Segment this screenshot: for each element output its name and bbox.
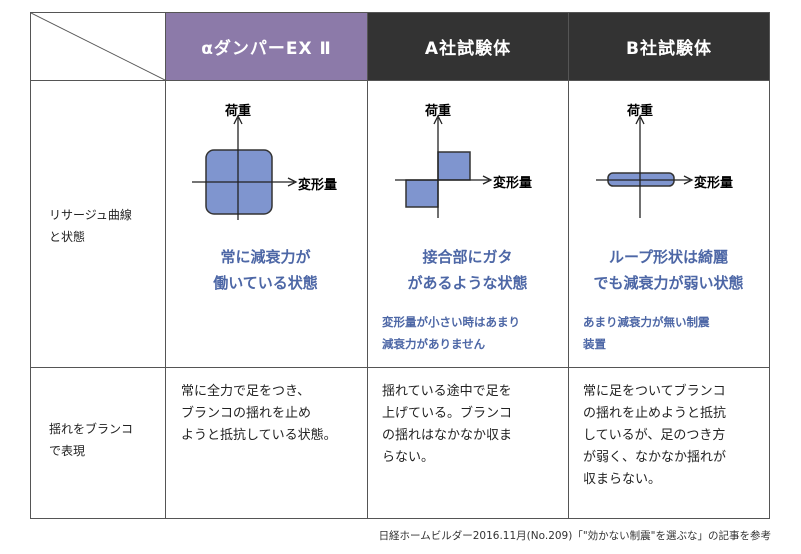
swing-cell-b bbox=[568, 367, 770, 519]
header-company-a: A社試験体 bbox=[367, 12, 569, 81]
label-line: 揺れをブランコ bbox=[49, 422, 134, 436]
hysteresis-loop-full bbox=[192, 114, 298, 220]
text-line: ブランコの揺れを止め bbox=[181, 406, 312, 421]
y-axis-label: 荷重 bbox=[627, 104, 654, 119]
y-axis-label: 荷重 bbox=[225, 104, 252, 119]
swing-text-b: 常に足をついてブランコの揺れを止めようと抵抗しているが、足のつき方が弱く、なかな… bbox=[583, 381, 726, 491]
lissajous-diagram-a: 荷重 変形量 bbox=[393, 100, 553, 229]
text-line: があるような状態 bbox=[407, 274, 528, 292]
text-line: でも減衰力が弱い状態 bbox=[593, 274, 744, 292]
text-line: 収まらない。 bbox=[583, 472, 662, 487]
state-title-b: ループ形状は綺麗でも減衰力が弱い状態 bbox=[568, 244, 769, 296]
header-alpha-damper: αダンパーEX Ⅱ bbox=[165, 12, 368, 81]
lissajous-diagram-b: 荷重 変形量 bbox=[594, 100, 754, 229]
label-line: で表現 bbox=[49, 444, 86, 458]
x-axis-label: 変形量 bbox=[298, 178, 338, 193]
state-note-a: 変形量が小さい時はあまり減衰力がありません bbox=[382, 311, 520, 355]
label-line: リサージュ曲線 bbox=[49, 208, 132, 222]
hysteresis-loop-gap bbox=[395, 114, 493, 218]
state-title-alpha: 常に減衰力が働いている状態 bbox=[165, 244, 366, 296]
diagonal-line bbox=[30, 12, 166, 81]
text-line: 常に減衰力が bbox=[220, 248, 311, 266]
swing-text-alpha: 常に全力で足をつき、ブランコの揺れを止めようと抵抗している状態。 bbox=[181, 381, 337, 447]
text-line: の揺れを止めようと抵抗 bbox=[583, 406, 727, 421]
x-axis-label: 変形量 bbox=[493, 176, 533, 191]
text-line: 揺れている途中で足を bbox=[382, 384, 512, 399]
row-label-lissajous: リサージュ曲線と状態 bbox=[30, 80, 166, 368]
text-line: が弱く、なかなか揺れが bbox=[583, 450, 727, 465]
source-citation: 日経ホームビルダー2016.11月(No.209)「"効かない制震"を選ぶな」の… bbox=[378, 530, 771, 542]
text-line: ループ形状は綺麗 bbox=[608, 248, 729, 266]
hysteresis-loop-thin bbox=[596, 114, 694, 218]
text-line: の揺れはなかなか収ま bbox=[382, 428, 513, 443]
label-line: と状態 bbox=[49, 230, 86, 244]
state-note-b: あまり減衰力が無い制震装置 bbox=[583, 311, 710, 355]
row-label-swing: 揺れをブランコで表現 bbox=[30, 367, 166, 519]
text-line: ようと抵抗している状態。 bbox=[181, 428, 337, 443]
header-company-b: B社試験体 bbox=[568, 12, 770, 81]
x-axis-label: 変形量 bbox=[694, 176, 734, 191]
text-line: 変形量が小さい時はあまり bbox=[382, 315, 520, 329]
text-line: 減衰力がありません bbox=[382, 337, 486, 351]
text-line: らない。 bbox=[382, 450, 435, 465]
text-line: しているが、足のつき方 bbox=[583, 428, 726, 443]
text-line: 常に全力で足をつき、 bbox=[181, 384, 311, 399]
text-line: 働いている状態 bbox=[213, 274, 318, 292]
text-line: 上げている。ブランコ bbox=[382, 406, 513, 421]
state-title-a: 接合部にガタがあるような状態 bbox=[367, 244, 568, 296]
corner-cell bbox=[30, 12, 166, 81]
swing-text-a: 揺れている途中で足を上げている。ブランコの揺れはなかなか収まらない。 bbox=[382, 381, 512, 469]
text-line: 装置 bbox=[583, 337, 606, 351]
text-line: あまり減衰力が無い制震 bbox=[583, 315, 710, 329]
lissajous-diagram-alpha: 荷重 変形量 bbox=[190, 100, 350, 229]
y-axis-label: 荷重 bbox=[425, 104, 452, 119]
text-line: 接合部にガタ bbox=[422, 248, 513, 266]
text-line: 常に足をついてブランコ bbox=[583, 384, 726, 399]
